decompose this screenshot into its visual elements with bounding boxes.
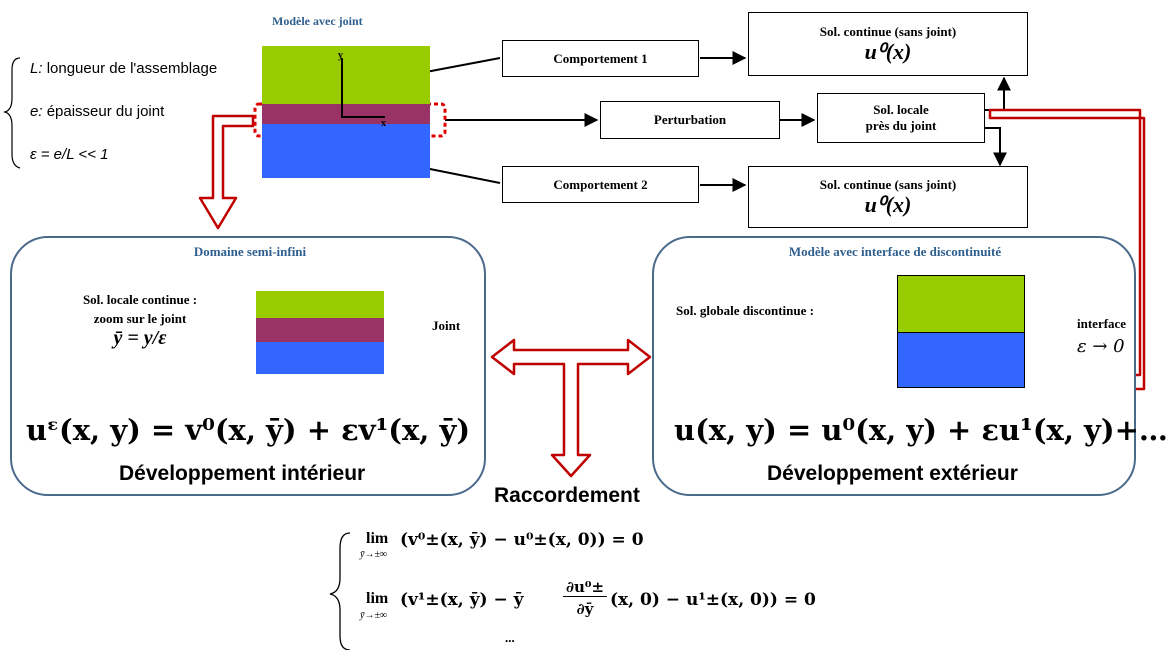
zoom-purple-layer: [256, 318, 384, 342]
right-panel-text: Sol. globale discontinue :: [676, 303, 814, 318]
perturbation-label: Perturbation: [653, 112, 727, 127]
left-panel-text2: zoom sur le joint: [93, 311, 187, 326]
model-purple-layer: [262, 104, 430, 124]
sol-continue-top-label: Sol. continue (sans joint): [819, 24, 957, 39]
arrow-locale-to-bottom: [985, 127, 1007, 167]
comportement2-box: Comportement 2: [502, 166, 699, 203]
matching-brace: [329, 532, 351, 650]
raccordement-arrow: [490, 338, 652, 478]
zoom-arrow-left: [198, 114, 255, 230]
definition-L-text: longueur de l'assemblage: [46, 60, 218, 77]
discontinuous-blue-layer: [897, 332, 1025, 388]
sol-continue-bottom-math: u⁰(x): [864, 192, 912, 217]
joint-label: Joint: [432, 318, 461, 333]
sol-locale-line1: Sol. locale: [873, 102, 929, 117]
definitions-brace: [2, 57, 21, 169]
definition-e-text: épaisseur du joint: [46, 103, 165, 120]
sol-locale-line2: près du joint: [865, 118, 937, 133]
interior-development-label: Développement intérieur: [119, 462, 366, 485]
zoom-blue-layer: [256, 342, 384, 374]
definition-e-symbol: e:: [30, 103, 43, 120]
matching-condition-1-expr-a: (v¹±(x, ȳ) − ȳ: [400, 590, 524, 610]
interface-label: interface: [1077, 316, 1127, 331]
sol-continue-top-math: u⁰(x): [864, 39, 912, 64]
matching-dots: ...: [505, 630, 515, 645]
left-panel-title: Domaine semi-infini: [193, 244, 307, 259]
x-axis-label: x: [381, 118, 386, 129]
sol-continue-bottom-label: Sol. continue (sans joint): [819, 177, 957, 192]
lim-0: lim: [366, 530, 389, 547]
lim-1-subscript: ȳ→±∞: [360, 610, 388, 621]
definition-e: e: épaisseur du joint: [30, 103, 164, 120]
perturbation-box: Perturbation: [600, 101, 780, 139]
comportement2-label: Comportement 2: [553, 176, 648, 192]
exterior-expansion-equation: u(x, y) = u⁰(x, y) + εu¹(x, y)+…: [674, 413, 1168, 447]
model-green-layer: [262, 46, 430, 104]
matching-condition-1-expr-b: (x, 0) − u¹±(x, 0)) = 0: [610, 590, 816, 610]
interior-expansion-equation: uᵋ(x, y) = v⁰(x, ȳ) + εv¹(x, ȳ): [26, 413, 471, 447]
right-panel: [652, 236, 1136, 496]
x-axis: [341, 116, 385, 118]
zoom-green-layer: [256, 291, 384, 318]
definition-eps: ε = e/L << 1: [30, 146, 109, 163]
lim-1: lim: [366, 590, 389, 607]
arrow-locale-to-top: [985, 76, 1011, 111]
matching-condition-0-expr: (v⁰±(x, ȳ) − u⁰±(x, 0)) = 0: [400, 530, 644, 550]
discontinuous-green-layer: [897, 275, 1025, 332]
lim-0-subscript: ȳ→±∞: [360, 549, 388, 560]
matching-condition-1: lim ȳ→±∞ (v¹±(x, ȳ) − ȳ ∂u⁰± ∂ȳ (x, 0) −…: [360, 578, 860, 638]
matching-condition-0: lim ȳ→±∞ (v⁰±(x, ȳ) − u⁰±(x, 0)) = 0: [360, 528, 840, 572]
model-blue-layer: [262, 124, 430, 178]
model-title: Modèle avec joint: [272, 14, 363, 28]
y-axis: [341, 58, 343, 116]
right-panel-title: Modèle avec interface de discontinuité: [788, 244, 1002, 259]
y-axis-label: y: [338, 50, 343, 61]
comportement1-box: Comportement 1: [502, 40, 699, 77]
comportement1-label: Comportement 1: [553, 50, 648, 66]
sol-locale-box: Sol. locale près du joint: [817, 93, 985, 143]
derivative-numerator: ∂u⁰±: [563, 578, 607, 597]
sol-continue-bottom-box: Sol. continue (sans joint) u⁰(x): [748, 166, 1028, 228]
definition-L: L: longueur de l'assemblage: [30, 60, 217, 77]
definition-L-symbol: L:: [30, 60, 43, 77]
exterior-development-label: Développement extérieur: [767, 462, 1018, 485]
sol-continue-top-box: Sol. continue (sans joint) u⁰(x): [748, 12, 1028, 76]
ybar-definition: ȳ = y/ε: [113, 327, 167, 349]
left-panel-text1: Sol. locale continue :: [82, 292, 198, 307]
raccordement-label: Raccordement: [494, 484, 640, 507]
left-panel: [10, 236, 486, 496]
derivative-denominator: ∂ȳ: [576, 600, 594, 618]
epsilon-limit: ε → 0: [1077, 336, 1125, 357]
